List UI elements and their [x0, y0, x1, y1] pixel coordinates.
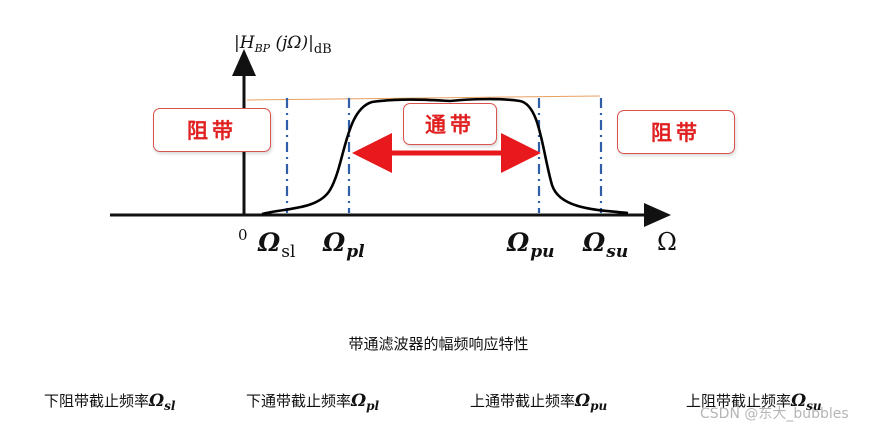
y-axis-label-arg: (jΩ) — [275, 33, 309, 53]
definition-su-sym: Ω — [791, 391, 807, 411]
tick-label-su: Ωsu — [583, 228, 628, 262]
definition-pl: 下通带截止频率Ωpl — [246, 390, 379, 413]
definition-pu-sub: pu — [590, 399, 608, 413]
watermark: CSDN @东大_bubbles — [700, 406, 849, 422]
passband-box: 通带 — [403, 103, 497, 145]
tick-label-pu-sub: pu — [530, 242, 555, 262]
tick-label-su-main: Ω — [583, 228, 606, 257]
tick-label-sl: Ωsl — [258, 228, 295, 262]
origin-label: 0 — [238, 226, 248, 244]
response-curve — [261, 97, 629, 216]
y-axis-label-h: H — [239, 33, 255, 53]
tick-label-su-sub: su — [606, 242, 629, 262]
y-axis-label-bar-right: | — [308, 33, 314, 53]
definition-su-sub: su — [806, 399, 822, 413]
y-axis-label-unit: dB — [313, 42, 332, 57]
definition-pu-text: 上通带截止频率 — [470, 392, 576, 410]
definition-sl-sub: sl — [164, 399, 176, 413]
stopband-left-box: 阻带 — [153, 108, 271, 152]
y-axis-label: |HBP (jΩ)|dB — [234, 33, 332, 57]
tick-label-sl-main: Ω — [258, 228, 281, 257]
definition-pu-symbol: Ωpu — [575, 391, 608, 413]
definition-pu-sym: Ω — [575, 391, 591, 411]
tick-label-pl-sub: pl — [346, 242, 365, 262]
tick-label-pl-main: Ω — [323, 228, 346, 257]
definition-pu: 上通带截止频率Ωpu — [470, 390, 607, 413]
definition-sl-sym: Ω — [149, 391, 165, 411]
tick-label-pu: Ωpu — [507, 228, 555, 262]
definition-su-symbol: Ωsu — [791, 391, 822, 413]
definition-su-text: 上阻带截止频率 — [686, 392, 792, 410]
definition-pl-sub: pl — [366, 399, 380, 413]
figure-caption: 带通滤波器的幅频响应特性 — [348, 335, 529, 353]
top-reference-line — [246, 95, 601, 101]
definition-pl-symbol: Ωpl — [351, 391, 380, 413]
tick-label-sl-sub: sl — [281, 242, 296, 262]
definition-sl: 下阻带截止频率Ωsl — [44, 390, 175, 413]
definition-pl-text: 下通带截止频率 — [246, 392, 352, 410]
definition-sl-symbol: Ωsl — [149, 391, 176, 413]
y-axis-label-bar-left: | — [234, 33, 240, 53]
definition-sl-text: 下阻带截止频率 — [44, 392, 150, 410]
y-axis-label-sub: BP — [254, 42, 271, 55]
stopband-right-box: 阻带 — [617, 110, 735, 154]
definition-pl-sym: Ω — [351, 391, 367, 411]
tick-label-pu-main: Ω — [507, 228, 530, 257]
bandpass-response-diagram — [110, 49, 671, 227]
x-axis-label: Ω — [657, 228, 677, 256]
tick-label-pl: Ωpl — [323, 228, 365, 262]
definition-su: 上阻带截止频率Ωsu — [686, 390, 822, 413]
